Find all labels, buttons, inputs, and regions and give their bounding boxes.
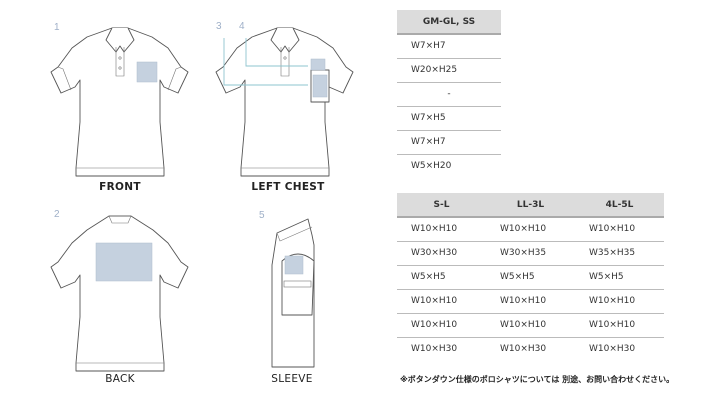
table-header-s-l: S-L [397, 193, 486, 218]
figure-number-3: 3 [216, 21, 222, 32]
spec-table-gm: GM-GL, SS W7×H7 W20×H25 - W7×H5 W7×H7 W5… [397, 10, 501, 178]
figure-label-front: FRONT [99, 181, 141, 193]
print-zone-chest-small [310, 58, 326, 71]
table-row: W7×H7 [397, 130, 501, 155]
table-row: - [397, 82, 501, 107]
table-header-4l-5l: 4L-5L [575, 193, 664, 218]
figure-label-sleeve: SLEEVE [271, 373, 313, 385]
figure-left-chest: 3 4 LEFT CHEST [210, 10, 370, 195]
figure-front: 1 FRONT [40, 10, 200, 195]
print-zone-back [95, 242, 153, 282]
figure-label-back: BACK [105, 373, 135, 385]
polo-left-chest-illustration [215, 27, 354, 177]
table-row: W7×H5 [397, 106, 501, 131]
table-row: W7×H7 [397, 34, 501, 59]
print-zone-front [136, 61, 158, 83]
polo-back-illustration [50, 215, 189, 372]
table-row: W5×H20 [411, 161, 452, 172]
table-header-gm: GM-GL, SS [397, 10, 501, 35]
figure-label-left-chest: LEFT CHEST [251, 181, 325, 193]
figure-number-1: 1 [54, 22, 60, 33]
figure-number-2: 2 [54, 209, 60, 220]
print-zone-sleeve [284, 255, 304, 275]
figure-number-5: 5 [259, 210, 265, 221]
print-zone-pocket [312, 74, 328, 98]
figure-number-4: 4 [239, 21, 245, 32]
table-header-ll-3l: LL-3L [486, 193, 575, 218]
footnote: ※ボタンダウン仕様のポロシャツについては 別途、お問い合わせください。 [400, 375, 675, 384]
polo-sleeve-illustration [271, 218, 315, 368]
polo-front-illustration [50, 27, 189, 177]
figure-sleeve: 5 SLEEVE [240, 205, 360, 390]
figure-back: 2 BACK [40, 205, 200, 390]
table-row: W20×H25 [397, 58, 501, 83]
